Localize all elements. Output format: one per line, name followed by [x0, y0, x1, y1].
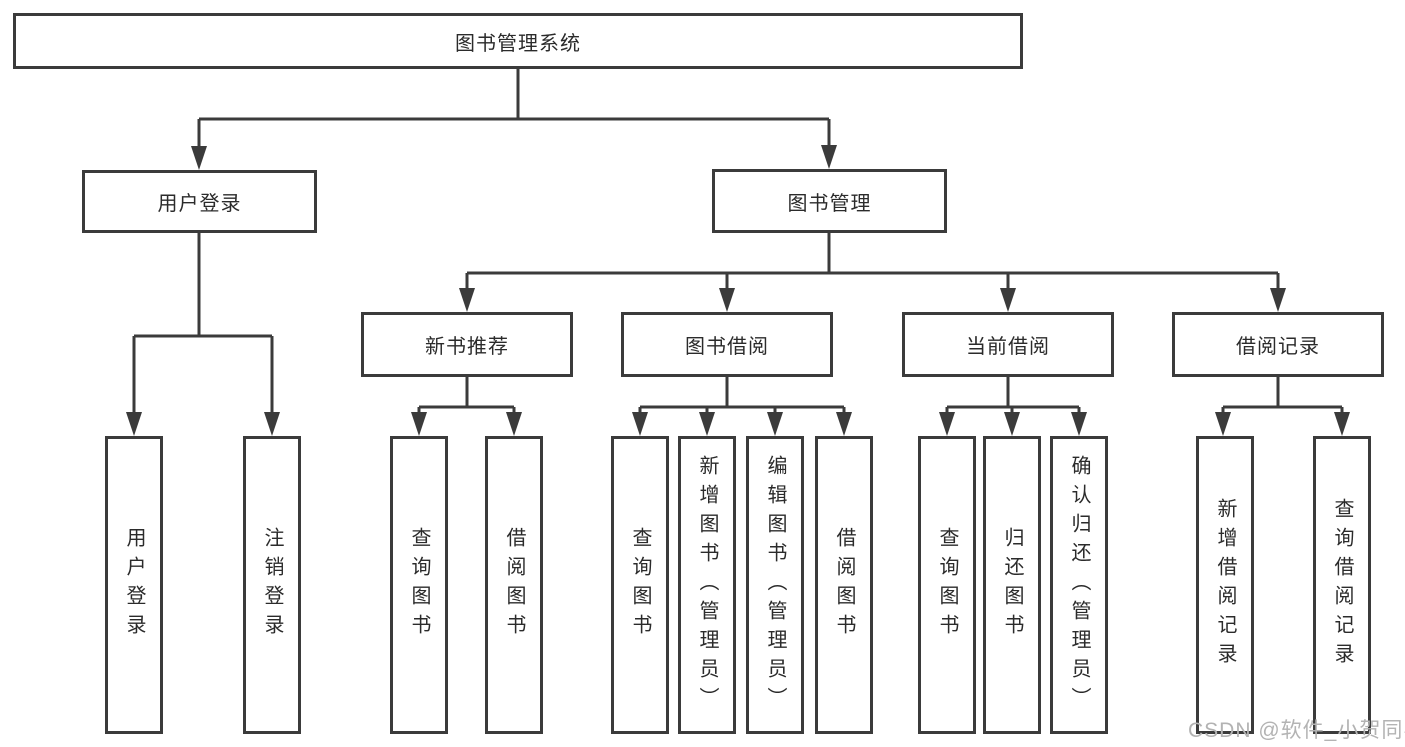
leaf-query-borrow-record: 查询借阅记录	[1313, 436, 1371, 734]
arrow-leaf-12	[1215, 412, 1231, 436]
leaf-borrow-books-recommend: 借阅图书	[485, 436, 543, 734]
leaf-user-login: 用户登录	[105, 436, 163, 734]
leaf-label: 借阅图书	[503, 527, 525, 643]
node-label: 图书管理	[787, 192, 872, 215]
arrow-leaf-6	[699, 412, 715, 436]
arrow-book-management	[821, 145, 837, 169]
leaf-logout: 注销登录	[243, 436, 301, 734]
csdn-watermark: CSDN @软件_小贺同学	[1188, 719, 1405, 742]
arrow-leaf-3	[411, 412, 427, 436]
leaf-label: 查询借阅记录	[1331, 498, 1353, 672]
node-new-book-recommend: 新书推荐	[361, 312, 573, 377]
leaf-query-books-recommend: 查询图书	[390, 436, 448, 734]
leaf-edit-book-admin: 编辑图书（管理员）	[746, 436, 804, 734]
connector-arrowheads	[126, 145, 1350, 436]
leaf-borrow-books: 借阅图书	[815, 436, 873, 734]
arrow-leaf-5	[632, 412, 648, 436]
node-borrow-records: 借阅记录	[1172, 312, 1384, 377]
leaf-label: 编辑图书（管理员）	[764, 454, 786, 716]
leaf-query-books-current: 查询图书	[918, 436, 976, 734]
arrow-leaf-8	[836, 412, 852, 436]
arrow-leaf-4	[506, 412, 522, 436]
arrow-leaf-11	[1071, 412, 1087, 436]
node-label: 当前借阅	[966, 336, 1050, 358]
node-current-borrow: 当前借阅	[902, 312, 1114, 377]
leaf-return-book: 归还图书	[983, 436, 1041, 734]
leaf-label: 查询图书	[408, 527, 430, 643]
arrow-leaf-2	[264, 412, 280, 436]
leaf-label: 新增图书（管理员）	[696, 454, 718, 716]
leaf-label: 新增借阅记录	[1214, 498, 1236, 672]
leaf-query-books-borrow: 查询图书	[611, 436, 669, 734]
node-label: 图书借阅	[685, 336, 769, 358]
node-user-login: 用户登录	[82, 170, 317, 233]
leaf-add-book-admin: 新增图书（管理员）	[678, 436, 736, 734]
leaf-add-borrow-record: 新增借阅记录	[1196, 436, 1254, 734]
leaf-label: 注销登录	[261, 527, 283, 643]
arrow-new-book	[459, 288, 475, 312]
arrow-leaf-9	[939, 412, 955, 436]
arrow-leaf-1	[126, 412, 142, 436]
node-label: 图书管理系统	[455, 32, 581, 55]
leaf-label: 借阅图书	[833, 527, 855, 643]
arrow-leaf-10	[1004, 412, 1020, 436]
arrow-leaf-13	[1334, 412, 1350, 436]
arrow-borrow-records	[1270, 288, 1286, 312]
node-library-management-system: 图书管理系统	[13, 13, 1023, 69]
leaf-label: 查询图书	[629, 527, 651, 643]
leaf-label: 确认归还（管理员）	[1068, 454, 1090, 716]
arrow-current-borrow	[1000, 288, 1016, 312]
leaf-label: 用户登录	[123, 527, 145, 643]
arrow-user-login	[191, 146, 207, 170]
node-label: 用户登录	[157, 193, 242, 215]
leaf-label: 归还图书	[1001, 527, 1023, 643]
node-book-borrow: 图书借阅	[621, 312, 833, 377]
leaf-confirm-return-admin: 确认归还（管理员）	[1050, 436, 1108, 734]
node-label: 借阅记录	[1236, 336, 1320, 358]
node-book-management: 图书管理	[712, 169, 947, 233]
arrow-leaf-7	[767, 412, 783, 436]
arrow-book-borrow	[719, 288, 735, 312]
node-label: 新书推荐	[425, 336, 509, 358]
leaf-label: 查询图书	[936, 527, 958, 643]
connector-paths	[132, 69, 1344, 416]
